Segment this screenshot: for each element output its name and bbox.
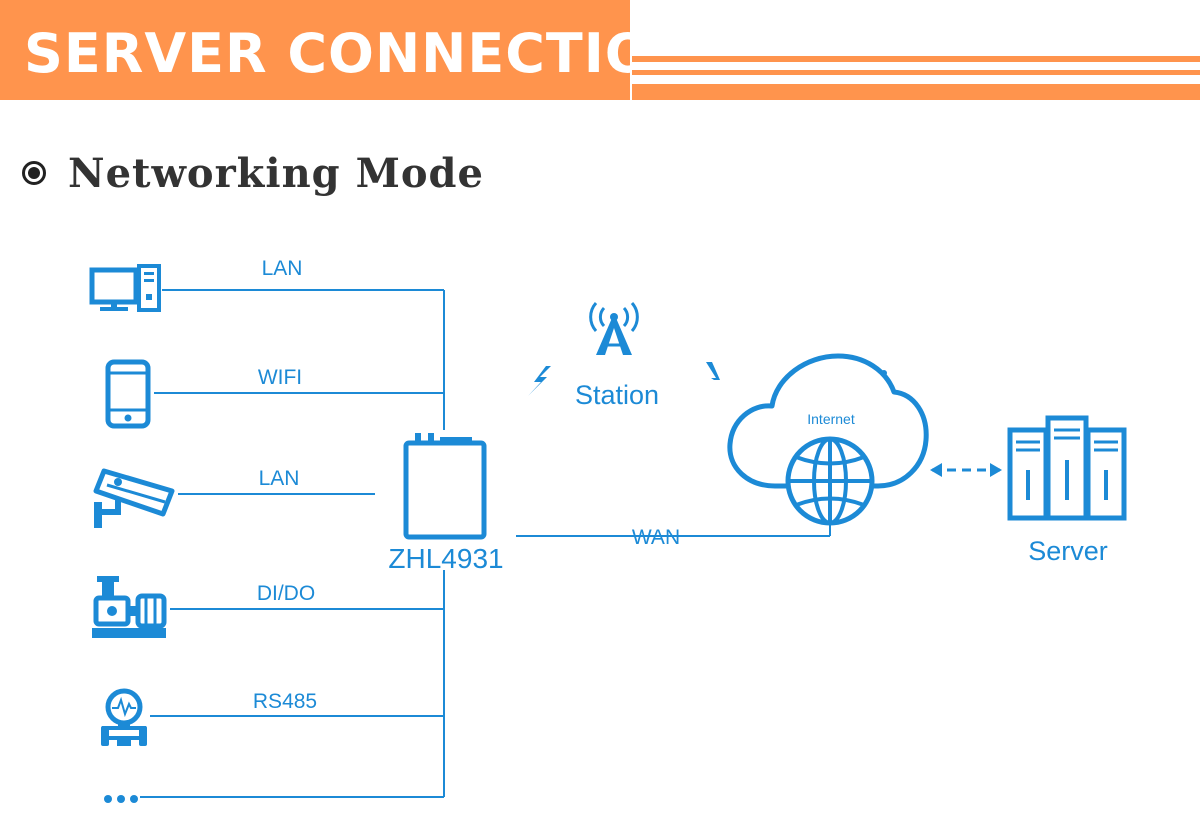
link-label: LAN	[259, 467, 300, 490]
signal-bolt-icon	[528, 366, 551, 396]
signal-bolt-icon	[706, 362, 732, 392]
section-title: Networking Mode	[68, 149, 484, 197]
header-stripe	[632, 56, 1200, 62]
server-rack-icon	[1007, 415, 1127, 521]
water-pump-icon	[92, 576, 167, 638]
security-camera-icon	[93, 468, 175, 528]
header-stripe	[632, 70, 1200, 75]
connection-lines	[140, 289, 831, 798]
link-label: RS485	[253, 690, 317, 713]
link-label: WIFI	[258, 366, 302, 389]
header-banner: SERVER CONNECTION	[0, 0, 697, 100]
smartphone-icon	[105, 359, 151, 429]
radio-bullet-icon	[22, 161, 46, 185]
arrow-right-icon	[990, 463, 1002, 477]
header-stripe	[632, 84, 1200, 100]
wan-label: WAN	[632, 526, 680, 549]
cell-tower-icon	[589, 302, 639, 355]
link-label: LAN	[262, 257, 303, 280]
section-heading: Networking Mode	[22, 148, 484, 198]
pressure-gauge-icon	[101, 688, 147, 746]
arrow-left-icon	[930, 463, 942, 477]
server-label: Server	[1028, 536, 1108, 566]
internet-label: Internet	[807, 411, 855, 427]
desktop-computer-icon	[89, 264, 161, 312]
router-label: ZHL4931	[388, 543, 503, 574]
globe-icon	[785, 436, 875, 526]
router-icon	[403, 433, 487, 540]
link-label: DI/DO	[257, 582, 315, 605]
station-label: Station	[575, 380, 659, 410]
more-dots-icon	[104, 795, 138, 803]
page-title: SERVER CONNECTION	[24, 22, 698, 85]
internet-cloud-icon	[727, 353, 929, 489]
